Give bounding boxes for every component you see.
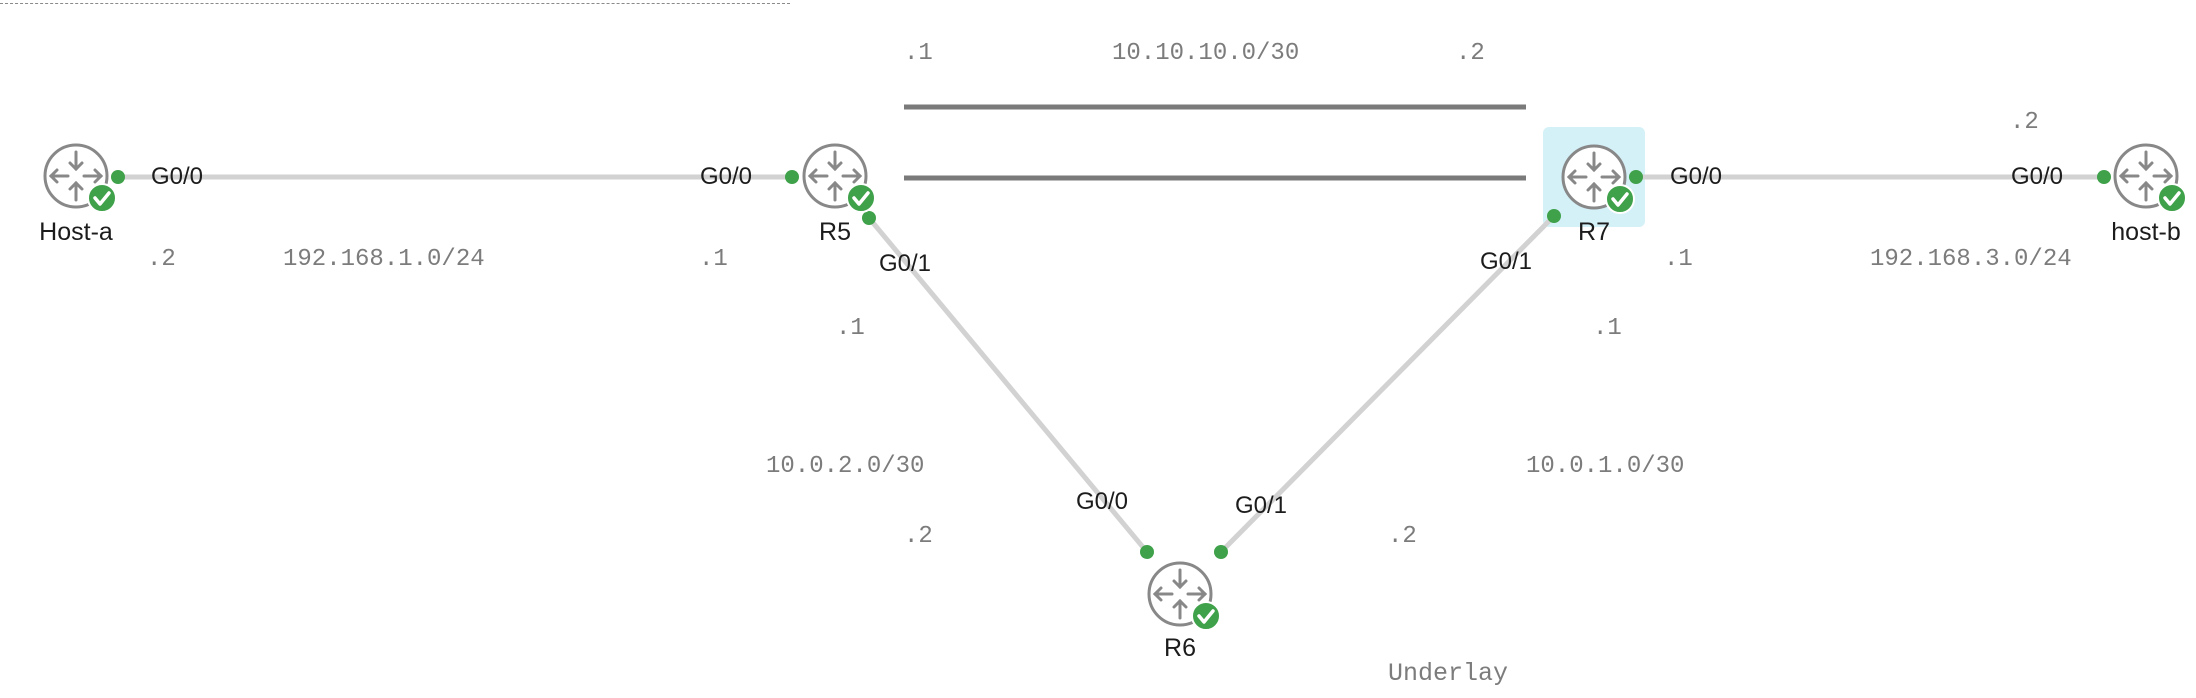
subnet-r5-r6: 10.0.2.0/30 xyxy=(766,453,925,480)
iface-label-r7-g00: G0/0 xyxy=(1670,163,1723,190)
addr-r6-g00: .2 xyxy=(904,523,933,550)
addr-r7-g00: .1 xyxy=(1664,246,1693,273)
canvas-frame-border xyxy=(0,0,790,4)
link-r5-r6[interactable] xyxy=(867,216,1149,554)
check-circle-icon xyxy=(86,182,118,214)
iface-label-r6-g00: G0/0 xyxy=(1076,488,1129,515)
addr-r5-g01: .1 xyxy=(836,315,865,342)
node-name-host-a: Host-a xyxy=(39,218,113,246)
iface-label-r7-g01: G0/1 xyxy=(1480,248,1533,275)
iface-label-hosta-g00: G0/0 xyxy=(151,163,204,190)
port-r6-g01[interactable] xyxy=(1214,545,1228,559)
links xyxy=(118,104,2104,554)
addr-r7-g01: .1 xyxy=(1593,315,1622,342)
node-host-a[interactable] xyxy=(43,143,118,214)
node-r5[interactable] xyxy=(802,143,877,214)
port-r7-g01[interactable] xyxy=(1547,209,1561,223)
iface-label-r5-g00: G0/0 xyxy=(700,163,753,190)
node-r6[interactable] xyxy=(1147,561,1222,632)
addr-r6-g01: .2 xyxy=(1388,523,1417,550)
node-name-r7: R7 xyxy=(1578,218,1610,246)
subnet-tunnel: 10.10.10.0/30 xyxy=(1112,40,1300,67)
node-name-r6: R6 xyxy=(1164,634,1196,662)
addr-hostb-g00: .2 xyxy=(2010,109,2039,136)
iface-label-r5-g01: G0/1 xyxy=(879,250,932,277)
check-circle-icon xyxy=(1190,600,1222,632)
node-r7[interactable] xyxy=(1561,144,1636,215)
addr-hosta-g00: .2 xyxy=(147,246,176,273)
addr-r5-tunnel: .1 xyxy=(904,40,933,67)
node-name-r5: R5 xyxy=(819,218,851,246)
subnet-r7-r6: 10.0.1.0/30 xyxy=(1526,453,1685,480)
check-circle-icon xyxy=(845,182,877,214)
port-r5-g01[interactable] xyxy=(862,211,876,225)
port-r5-g00[interactable] xyxy=(785,170,799,184)
check-circle-icon xyxy=(1604,183,1636,215)
iface-label-hostb-g00: G0/0 xyxy=(2011,163,2064,190)
node-name-host-b: host-b xyxy=(2111,218,2181,246)
subnet-right-lan: 192.168.3.0/24 xyxy=(1870,246,2072,273)
check-circle-icon xyxy=(2156,182,2188,214)
iface-label-r6-g01: G0/1 xyxy=(1235,492,1288,519)
ports xyxy=(111,170,2111,559)
node-host-b[interactable] xyxy=(2113,143,2188,214)
link-r7-r6[interactable] xyxy=(1219,214,1556,554)
port-hostb-g00[interactable] xyxy=(2097,170,2111,184)
addr-r7-tunnel: .2 xyxy=(1456,40,1485,67)
port-r7-g00[interactable] xyxy=(1629,170,1643,184)
subnet-left-lan: 192.168.1.0/24 xyxy=(283,246,485,273)
addr-r5-g00: .1 xyxy=(699,246,728,273)
port-r6-g00[interactable] xyxy=(1140,545,1154,559)
port-hosta-g00[interactable] xyxy=(111,170,125,184)
underlay-caption: Underlay xyxy=(1388,659,1509,688)
